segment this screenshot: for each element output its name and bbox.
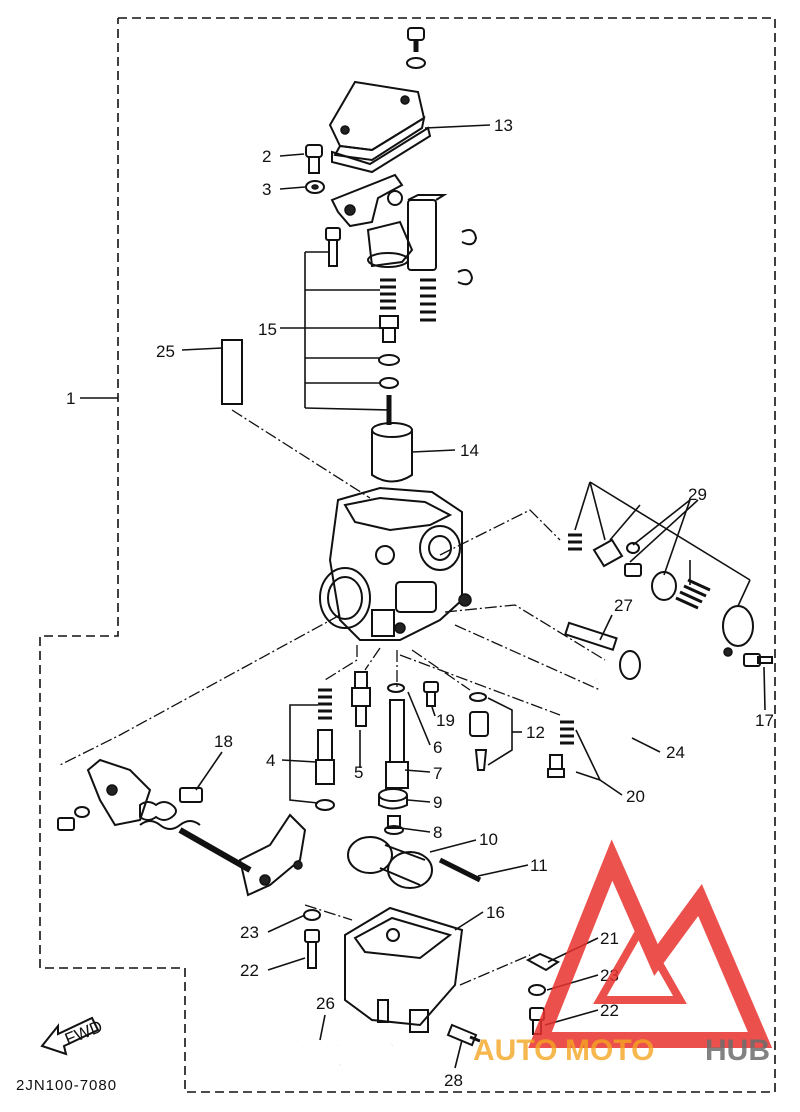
- washer-3: [305, 180, 325, 194]
- diagram-code: 2JN100-7080: [16, 1077, 117, 1094]
- overflow-pipe-24: [593, 677, 639, 771]
- forward-arrow-label: FWD: [62, 1017, 105, 1049]
- callout-3: 3: [262, 180, 271, 199]
- callout-5: 5: [354, 763, 363, 782]
- float-10: [347, 836, 433, 889]
- callout-16: 16: [486, 903, 505, 922]
- callout-22-left: 22: [240, 961, 259, 980]
- main-jet-8: [384, 815, 404, 835]
- callout-2: 2: [262, 147, 271, 166]
- throttle-stop-screw-27: [564, 621, 641, 680]
- callout-24: 24: [666, 743, 685, 762]
- callout-13: 13: [494, 116, 513, 135]
- callout-11: 11: [530, 856, 548, 875]
- callout-9: 9: [433, 793, 442, 812]
- top-screw: [406, 27, 426, 69]
- float-chamber-16: [344, 906, 464, 1033]
- callout-22-right: 22: [600, 1001, 619, 1020]
- callout-10: 10: [479, 830, 498, 849]
- jet-needle-set: [325, 227, 436, 425]
- callout-15: 15: [258, 320, 277, 339]
- centerline-12: [411, 649, 471, 691]
- callout-4: 4: [266, 751, 275, 770]
- watermark-auto: AUTO: [473, 1034, 557, 1067]
- centerline-18: [59, 614, 341, 766]
- washer-23-left: [303, 909, 321, 921]
- callout-7: 7: [433, 764, 442, 783]
- centerline-29: [439, 509, 561, 556]
- callout-1: 1: [66, 389, 75, 408]
- callout-29: 29: [688, 485, 707, 504]
- watermark-hub: HUB: [705, 1034, 770, 1067]
- assembly-boundary: [39, 17, 776, 1093]
- callout-12: 12: [526, 723, 545, 742]
- centerline-25: [231, 409, 371, 499]
- drain-screw-28: [446, 1023, 481, 1047]
- centerline-4: [324, 645, 358, 681]
- screw-22-left: [304, 929, 320, 969]
- callout-25: 25: [156, 342, 175, 361]
- needle-jet-7: [385, 699, 409, 789]
- screw-19: [423, 681, 439, 707]
- washer-6: [387, 683, 405, 693]
- vent-hose-25: [177, 272, 243, 405]
- pilot-jet-5: [351, 671, 371, 727]
- centerline-27: [444, 604, 606, 661]
- top-cover: [328, 80, 432, 174]
- callout-20: 20: [626, 787, 645, 806]
- holder-9: [378, 788, 408, 810]
- callout-23-left: 23: [240, 923, 259, 942]
- throttle-bracket: [330, 173, 478, 286]
- callout-17: 17: [755, 711, 774, 730]
- leader-lines: [80, 124, 766, 1069]
- screw-2: [305, 144, 323, 174]
- drain-hose-26: [297, 1035, 397, 1082]
- callout-19: 19: [436, 711, 455, 730]
- throttle-slide: [371, 422, 413, 483]
- watermark-moto: MOTO: [565, 1034, 654, 1067]
- callout-27: 27: [614, 596, 633, 615]
- spring-20: [547, 720, 574, 778]
- centerline-20: [399, 654, 561, 716]
- throttle-shaft-assembly: [57, 758, 307, 897]
- centerline-21: [459, 954, 531, 986]
- callout-26: 26: [316, 994, 335, 1013]
- accelerator-pump-29: [568, 533, 754, 657]
- parts-12: [469, 692, 489, 771]
- screw-17: [743, 653, 773, 667]
- centerline-24: [454, 624, 601, 691]
- callout-6: 6: [433, 738, 442, 757]
- callout-28: 28: [444, 1071, 463, 1090]
- float-pin-11: [438, 857, 482, 883]
- watermark-logo-icon: [528, 839, 773, 1048]
- watermark-text: AUTO MOTO HUB: [473, 1034, 770, 1067]
- forward-arrow-icon: FWD: [40, 1016, 105, 1056]
- callout-18: 18: [214, 732, 233, 751]
- pilot-screw-4: [315, 688, 335, 811]
- callout-21: 21: [600, 929, 619, 948]
- parts-21-23-22-right: [525, 952, 561, 1035]
- carburetor-body: [319, 486, 472, 641]
- centerline-5: [364, 647, 381, 671]
- callout-8: 8: [433, 823, 442, 842]
- centerline-16: [304, 904, 353, 921]
- callout-labels: 1 2 3 13 15 25 14 29 27 17 24 18 4 5 19 …: [66, 116, 774, 1090]
- callout-14: 14: [460, 441, 479, 460]
